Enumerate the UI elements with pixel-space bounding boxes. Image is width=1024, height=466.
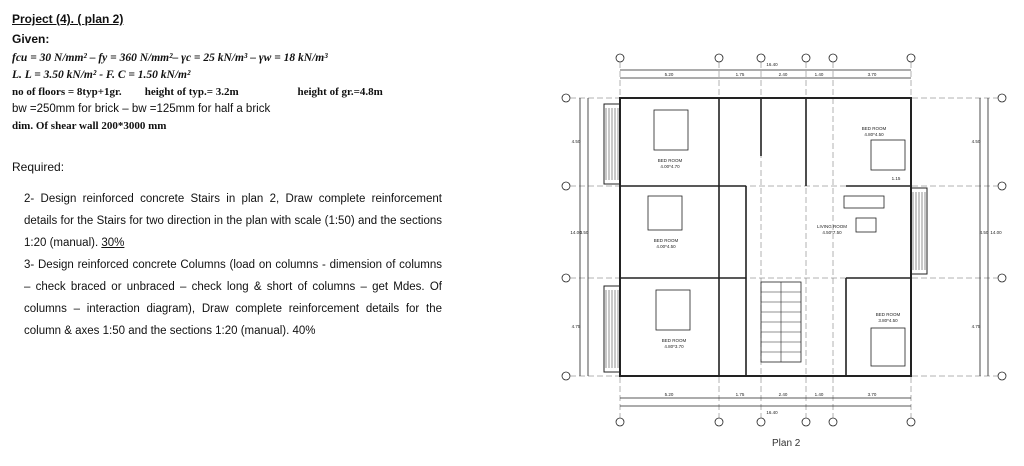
bottom-dim-4: 1.40 (815, 392, 824, 397)
given-line-loads: L. L = 3.50 kN/m² - F. C = 1.50 kN/m² (12, 69, 191, 81)
overall-width-top: 16.40 (766, 62, 778, 67)
required-list: 2- Design reinforced concrete Stairs in … (12, 188, 442, 342)
given-line-shear-wall: dim. Of shear wall 200*3000 mm (12, 120, 167, 132)
left-dim-3: 4.75 (572, 324, 581, 329)
project-title: Project (4). ( plan 2) (12, 12, 124, 26)
left-dim-1: 4.50 (572, 139, 581, 144)
bottom-dim-2: 1.75 (736, 392, 745, 397)
room-1-size: 4.00*4.70 (660, 164, 680, 169)
room-3-size: 4.00*4.50 (656, 244, 676, 249)
overall-width-bottom: 16.40 (766, 410, 778, 415)
room-4-size: 4.50*7.50 (822, 230, 842, 235)
right-dim-2: 4.50 (980, 230, 989, 235)
typical-height: height of typ.= 3.2m (144, 86, 239, 98)
bottom-dim-1: 5.20 (665, 392, 674, 397)
room-6-size: 3.80*4.50 (878, 318, 898, 323)
required-item-stairs: 2- Design reinforced concrete Stairs in … (12, 188, 442, 254)
top-dim-1: 5.20 (665, 72, 674, 77)
given-label: Given: (12, 32, 50, 46)
right-total: 14.00 (990, 230, 1002, 235)
plan-caption: Plan 2 (772, 438, 801, 449)
top-dim-5: 3.70 (868, 72, 877, 77)
room-2-name: BED ROOM (862, 126, 887, 131)
given-line-walls: bw =250mm for brick – bw =125mm for half… (12, 103, 271, 115)
room-6-name: BED ROOM (876, 312, 901, 317)
small-dimension-label: 1.15 (892, 176, 901, 181)
required-item-columns: 3- Design reinforced concrete Columns (l… (12, 254, 442, 342)
document: Project (4). ( plan 2) Given: fcu = 30 N… (12, 12, 442, 342)
required-label: Required: (12, 160, 65, 174)
floor-plan-drawing: 16.40 5.20 1.75 2.40 1.40 3.70 5.20 1.75… (561, 53, 1007, 427)
room-4-name: LIVING ROOM (817, 224, 847, 229)
required-item-columns-text: 3- Design reinforced concrete Columns (l… (24, 259, 442, 337)
given-line-materials: fcu = 30 N/mm² – fy = 360 N/mm²– γc = 25… (12, 52, 328, 64)
room-3-name: BED ROOM (654, 238, 679, 243)
given-line-floors: no of floors = 8typ+1gr. height of typ.=… (12, 86, 442, 98)
bottom-dim-3: 2.40 (779, 392, 788, 397)
right-dim-1: 4.50 (972, 139, 981, 144)
bottom-dim-5: 3.70 (868, 392, 877, 397)
left-total: 14.00 (570, 230, 582, 235)
room-5-size: 4.80*3.70 (664, 344, 684, 349)
columns-percentage: 40% (292, 325, 316, 337)
top-dim-2: 1.75 (736, 72, 745, 77)
room-2-size: 4.80*4.50 (864, 132, 884, 137)
left-dim-2: 4.50 (580, 230, 589, 235)
room-1-name: BED ROOM (658, 158, 683, 163)
stairs-percentage: 30% (101, 237, 125, 249)
ground-height: height of gr.=4.8m (297, 86, 383, 98)
top-dim-3: 2.40 (779, 72, 788, 77)
top-dim-4: 1.40 (815, 72, 824, 77)
room-5-name: BED ROOM (662, 338, 687, 343)
floors-count: no of floors = 8typ+1gr. (12, 86, 122, 98)
required-item-stairs-text: 2- Design reinforced concrete Stairs in … (24, 193, 442, 249)
right-dim-3: 4.75 (972, 324, 981, 329)
